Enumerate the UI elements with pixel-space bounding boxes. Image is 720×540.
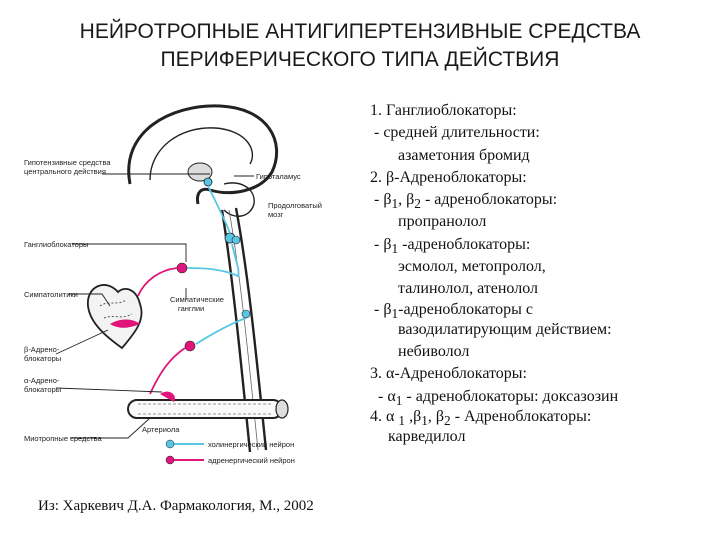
label-sympathetic-line1: Симпатические [170, 295, 224, 304]
label-sympatholytics: Симпатолитики [24, 290, 78, 299]
list-item-beta-blockers: 2. β-Адреноблокаторы: [370, 168, 527, 186]
label-beta-line1: β-Адрено- [24, 345, 60, 354]
title-line-1: НЕЙРОТРОПНЫЕ АНТИГИПЕРТЕНЗИВНЫЕ СРЕДСТВА [79, 20, 641, 43]
list-item-carvedilol: карведилол [388, 427, 466, 445]
label-hypothalamus: Гипоталамус [256, 172, 301, 181]
brain-inner [149, 127, 254, 181]
list-item-azamethonium: азаметония бромид [398, 146, 530, 164]
label-ganglioblockers: Ганглиоблокаторы [24, 240, 88, 249]
postganglionic-fiber-heart [137, 267, 178, 297]
central-pathway [207, 185, 231, 234]
label-central-line1: Гипотензивные средства [24, 158, 111, 167]
list-item-mixed-blockers: 4. α 1 ,β1, β2 - Адреноблокаторы: [370, 407, 592, 429]
list-item-beta1: - β1 -адреноблокаторы: [374, 235, 531, 256]
list-item-beta1-vasodilating: - β1-адреноблокаторы с [374, 300, 533, 321]
list-item-ganglioblockers: 1. Ганглиоблокаторы: [370, 102, 517, 119]
list-item-nebivolol: небиволол [398, 342, 470, 360]
legend-cholinergic: холинергический нейрон [208, 440, 294, 449]
label-alpha-line1: α-Адрено- [24, 376, 60, 385]
leader-sympatholytics [68, 293, 111, 307]
thalamus [187, 162, 213, 182]
title-line-2: ПЕРИФЕРИЧЕСКОГО ТИПА ДЕЙСТВИЯ [160, 48, 560, 71]
drug-list: 1. Ганглиоблокаторы: - средней длительно… [370, 100, 715, 448]
label-medulla-line2: мозг [268, 210, 284, 219]
page-title: НЕЙРОТРОПНЫЕ АНТИГИПЕРТЕНЗИВНЫЕ СРЕДСТВА… [0, 18, 720, 74]
spinal-neuron-2 [241, 309, 251, 319]
list-item-beta1-beta2: - β1, β2 - адреноблокаторы: [374, 191, 558, 212]
leader-beta [55, 329, 109, 355]
sympathetic-ganglion-1 [176, 262, 188, 274]
label-medulla-line1: Продолговатый [268, 201, 322, 210]
legend-adrenergic: адренергический нейрон [208, 456, 295, 465]
hypothalamus-neuron [203, 177, 213, 187]
leader-alpha [55, 387, 163, 393]
source-caption: Из: Харкевич Д.А. Фармакология, М., 2002 [38, 498, 314, 514]
preganglionic-fiber-2 [195, 317, 247, 345]
brain-outline [127, 104, 278, 205]
sympathetic-ganglion-2 [184, 340, 196, 352]
list-item-vasodilating-action: вазодилатирующим действием: [398, 320, 612, 338]
leader-ganglioblockers [72, 243, 187, 262]
legend: холинергический нейрон адренергический н… [165, 439, 295, 465]
label-central-line2: центрального действия [24, 167, 106, 176]
list-item-alpha-blockers: 3. α-Адреноблокаторы: [370, 365, 527, 383]
spinal-neuron-1 [231, 235, 241, 245]
preganglionic-fiber-1 [185, 243, 240, 278]
list-item-talinolol: талинолол, атенолол [398, 280, 538, 298]
label-myotropic: Миотропные средства [24, 434, 102, 443]
postganglionic-fiber-arteriole [149, 347, 186, 395]
cerebellum [223, 182, 255, 217]
label-beta-line2: блокаторы [24, 354, 61, 363]
leader-myotropic [70, 417, 151, 439]
heart [87, 284, 143, 350]
list-item-esmolol: эсмолол, метопролол, [398, 258, 546, 276]
arteriole-vessel [127, 391, 289, 419]
mechanism-diagram: Гипотензивные средства центрального дейс… [24, 104, 322, 465]
label-alpha-line2: блокаторы [24, 385, 61, 394]
label-arteriole: Артериола [142, 425, 180, 434]
heart-detail [99, 299, 133, 319]
list-item-alpha1-doxazosin: - α1 - адреноблокаторы: доксазозин [378, 387, 619, 408]
heart-adrenergic-mark [110, 319, 140, 328]
list-item-propranolol: пропранолол [398, 213, 487, 231]
label-sympathetic-line2: ганглии [178, 304, 204, 313]
list-item-medium-duration: - средней длительности: [374, 124, 540, 142]
